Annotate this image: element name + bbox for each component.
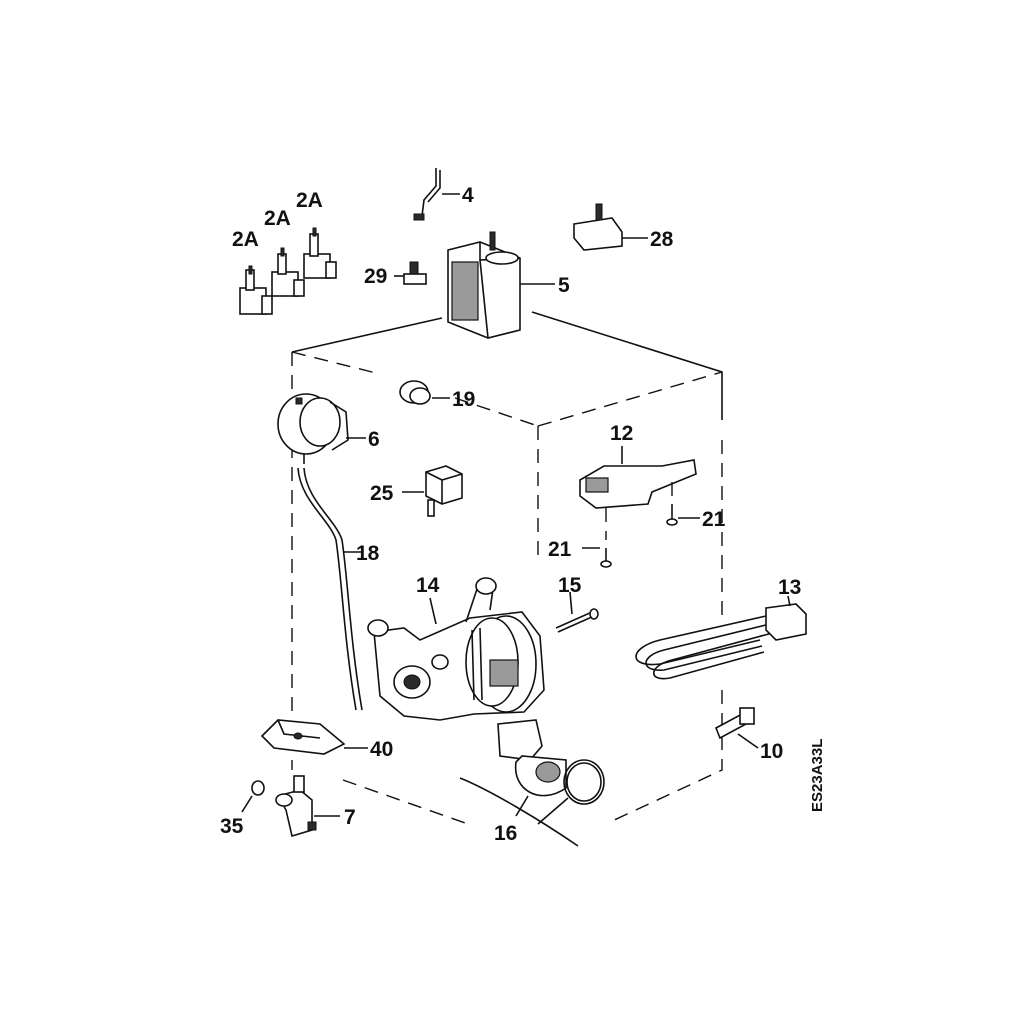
label-40: 40 [370, 738, 393, 761]
drawing-code: ES23A33L [809, 739, 826, 812]
label-25: 25 [370, 482, 394, 505]
label-2a-left: 2A [232, 228, 259, 251]
drain-pump-part-16 [459, 719, 605, 847]
cable-part-4 [413, 168, 460, 221]
sensor-part-10 [714, 707, 759, 749]
label-13: 13 [778, 576, 801, 599]
bolt-part-15 [555, 591, 599, 633]
switch-part-2a-left [239, 265, 273, 315]
label-2a-mid: 2A [264, 207, 291, 230]
plug-part-19 [399, 380, 450, 405]
cabinet-outline [291, 311, 723, 825]
label-21-right: 21 [702, 508, 726, 531]
label-5: 5 [558, 274, 570, 297]
label-35: 35 [220, 815, 244, 838]
label-18: 18 [356, 542, 380, 565]
pressure-switch-part-6 [277, 393, 366, 464]
label-28: 28 [650, 228, 674, 251]
hose-part-18 [297, 467, 363, 711]
valve-part-7 [275, 775, 340, 838]
label-6: 6 [368, 428, 380, 451]
label-10: 10 [760, 740, 783, 763]
label-21-left: 21 [548, 538, 572, 561]
switch-part-2a-mid [271, 247, 305, 297]
bracket-part-40 [260, 719, 368, 755]
label-15: 15 [558, 574, 582, 597]
label-12: 12 [610, 422, 633, 445]
screw-part-21-left [582, 547, 612, 568]
label-19: 19 [452, 388, 475, 411]
label-4: 4 [462, 184, 474, 207]
label-16: 16 [494, 822, 517, 845]
label-14: 14 [416, 574, 440, 597]
heater-part-13 [635, 595, 807, 680]
door-lock-part-12 [579, 446, 697, 540]
ring-part-35 [241, 780, 265, 813]
relay-part-25 [402, 465, 463, 517]
screw-part-21-right [666, 504, 700, 526]
component-part-29 [394, 261, 427, 285]
label-7: 7 [344, 806, 356, 829]
switch-part-2a-right [303, 227, 337, 279]
label-29: 29 [364, 265, 387, 288]
component-part-28 [573, 203, 648, 251]
programmer-part-5 [447, 231, 555, 339]
motor-part-14 [367, 577, 545, 721]
label-2a-right: 2A [296, 189, 323, 212]
